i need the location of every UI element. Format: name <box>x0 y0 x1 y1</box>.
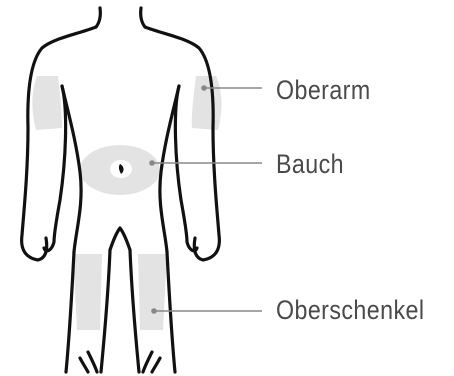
leader-dot-oberarm <box>201 85 207 91</box>
zone-thigh-right <box>138 254 167 330</box>
zone-upper-arm-right <box>192 76 222 130</box>
leader-dot-bauch <box>149 160 155 166</box>
label-oberschenkel: Oberschenkel <box>276 297 424 324</box>
zone-thigh-left <box>73 254 102 330</box>
leader-dot-oberschenkel <box>151 308 157 314</box>
label-bauch: Bauch <box>276 151 344 178</box>
zone-upper-arm-left <box>32 76 62 130</box>
label-oberarm: Oberarm <box>276 77 371 104</box>
